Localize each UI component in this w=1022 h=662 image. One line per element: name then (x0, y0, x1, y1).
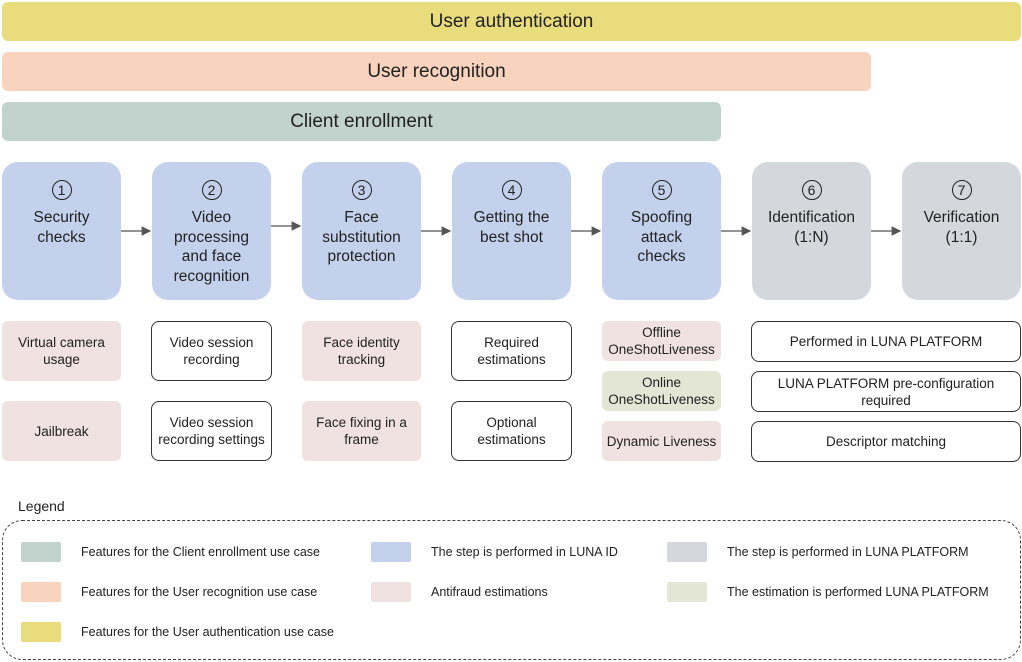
legend-swatch-estimation-platform (667, 582, 707, 602)
legend-swatch-antifraud (371, 582, 411, 602)
legend-swatch-authentication (21, 622, 61, 642)
step-title: Face substitution protection (322, 209, 401, 265)
feature-face-identity-tracking: Face identity tracking (302, 321, 421, 381)
feature-jailbreak: Jailbreak (2, 401, 121, 461)
step-security-checks: 1 Security checks (2, 162, 121, 300)
step-number: 7 (951, 180, 972, 200)
feature-label: Face fixing in a frame (316, 415, 407, 447)
feature-luna-platform-preconfiguration: LUNA PLATFORM pre-configuration required (751, 371, 1021, 412)
legend-swatch-recognition (21, 582, 61, 602)
feature-label: Jailbreak (34, 423, 89, 439)
feature-optional-estimations: Optional estimations (451, 401, 572, 461)
step-number: 1 (51, 180, 72, 200)
step-title: Video processing and face recognition (173, 209, 250, 285)
step-number: 3 (351, 180, 372, 200)
feature-label: Offline OneShotLiveness (608, 325, 715, 357)
feature-label: Video session recording (169, 335, 254, 367)
band-client-enrollment: Client enrollment (2, 102, 721, 141)
legend-label-recognition: Features for the User recognition use ca… (81, 585, 318, 599)
step-face-substitution: 3 Face substitution protection (302, 162, 421, 300)
feature-performed-in-luna-platform: Performed in LUNA PLATFORM (751, 321, 1021, 362)
legend-label-luna-id: The step is performed in LUNA ID (431, 545, 618, 559)
feature-label: Face identity tracking (323, 335, 400, 367)
feature-face-fixing: Face fixing in a frame (302, 401, 421, 461)
step-verification: 7 Verification (1:1) (902, 162, 1021, 300)
step-number: 2 (201, 180, 222, 200)
feature-label: Performed in LUNA PLATFORM (789, 334, 983, 349)
feature-label: Required estimations (477, 335, 546, 367)
legend-box (2, 520, 1021, 660)
legend-label-authentication: Features for the User authentication use… (81, 625, 334, 639)
band-user-authentication: User authentication (2, 2, 1021, 41)
legend-swatch-luna-id (371, 542, 411, 562)
step-title: Getting the best shot (473, 209, 550, 246)
feature-label: Online OneShotLiveness (608, 375, 715, 407)
feature-label: LUNA PLATFORM pre-configuration required (777, 375, 995, 408)
legend-swatch-enrollment (21, 542, 61, 562)
legend-swatch-luna-platform (667, 542, 707, 562)
legend-label-estimation-platform: The estimation is performed LUNA PLATFOR… (727, 585, 989, 599)
band-client-enrollment-label: Client enrollment (290, 110, 433, 132)
step-number: 5 (651, 180, 672, 200)
step-best-shot: 4 Getting the best shot (452, 162, 571, 300)
feature-required-estimations: Required estimations (451, 321, 572, 381)
step-title: Identification (1:N) (767, 209, 856, 246)
legend-label-luna-platform: The step is performed in LUNA PLATFORM (727, 545, 969, 559)
legend-title: Legend (18, 498, 65, 514)
feature-label: Virtual camera usage (18, 335, 105, 367)
feature-label: Dynamic Liveness (606, 433, 717, 449)
feature-offline-oneshotliveness: Offline OneShotLiveness (602, 321, 721, 361)
legend-label-antifraud: Antifraud estimations (431, 585, 548, 599)
feature-online-oneshotliveness: Online OneShotLiveness (602, 371, 721, 411)
step-spoofing-checks: 5 Spoofing attack checks (602, 162, 721, 300)
step-video-processing: 2 Video processing and face recognition (152, 162, 271, 300)
step-number: 4 (501, 180, 522, 200)
feature-video-session-recording-settings: Video session recording settings (151, 401, 272, 461)
step-title: Security checks (33, 209, 90, 246)
band-user-recognition: User recognition (2, 52, 871, 91)
step-title: Verification (1:1) (923, 209, 1000, 246)
feature-descriptor-matching: Descriptor matching (751, 421, 1021, 462)
feature-label: Descriptor matching (825, 434, 947, 449)
feature-label: Video session recording settings (158, 415, 265, 447)
feature-dynamic-liveness: Dynamic Liveness (602, 421, 721, 461)
feature-virtual-camera-usage: Virtual camera usage (2, 321, 121, 381)
feature-video-session-recording: Video session recording (151, 321, 272, 381)
step-number: 6 (801, 180, 822, 200)
legend-label-enrollment: Features for the Client enrollment use c… (81, 545, 321, 559)
feature-label: Optional estimations (477, 415, 546, 447)
band-user-recognition-label: User recognition (367, 60, 506, 82)
step-title: Spoofing attack checks (630, 209, 693, 265)
band-user-authentication-label: User authentication (429, 10, 594, 32)
step-identification: 6 Identification (1:N) (752, 162, 871, 300)
